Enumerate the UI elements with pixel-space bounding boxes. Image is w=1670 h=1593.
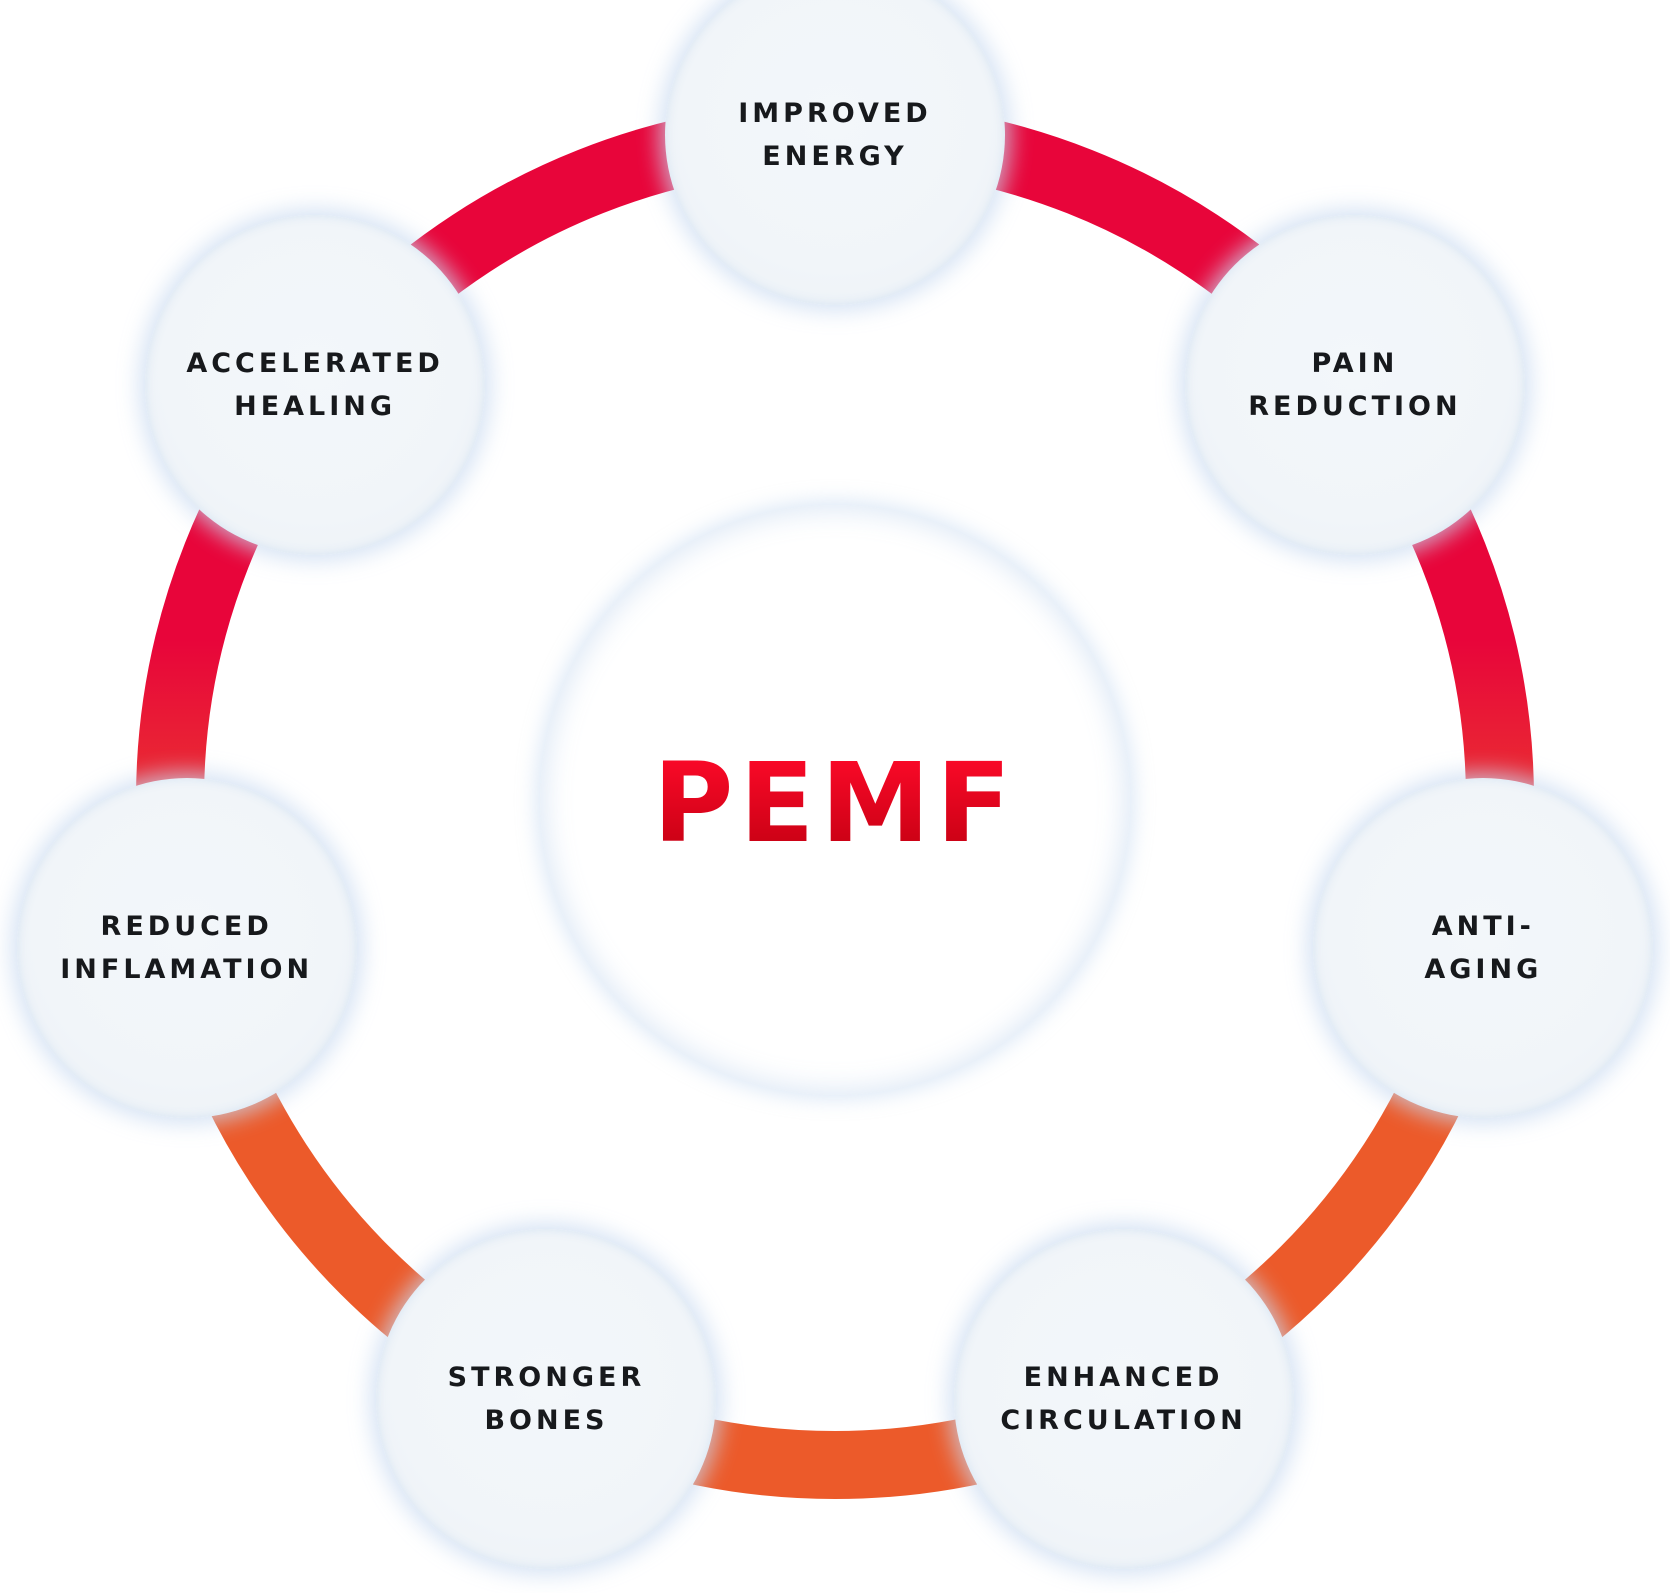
benefit-bubble-anti-aging: ANTI- AGING [1313, 777, 1654, 1118]
benefit-label-line2: INFLAMATION [60, 953, 314, 985]
benefit-label-line2: BONES [484, 1405, 609, 1437]
benefit-label-line2: REDUCTION [1248, 391, 1462, 423]
benefit-label-line1: STRONGER [447, 1362, 646, 1394]
benefit-label-line1: ENHANCED [1023, 1362, 1224, 1394]
benefit-label-line2: ENERGY [762, 141, 908, 172]
benefit-label-line1: PAIN [1311, 348, 1399, 380]
benefit-label-line1: ACCELERATED [186, 348, 444, 380]
benefit-bubble-pain-reduction: PAIN REDUCTION [1184, 215, 1525, 556]
benefit-label-line1: REDUCED [100, 910, 273, 942]
benefit-bubble-stronger-bones: STRONGER BONES [376, 1229, 717, 1570]
benefit-label-line2: HEALING [234, 391, 397, 423]
benefit-bubble-improved-energy: IMPROVED ENERGY [665, 0, 1005, 305]
center-bubble: PEMF [540, 505, 1130, 1095]
benefit-label-line2: AGING [1424, 953, 1543, 985]
benefit-bubble-accelerated-healing: ACCELERATED HEALING [145, 215, 486, 556]
benefit-bubble-reduced-inflamation: REDUCED INFLAMATION [16, 777, 357, 1118]
benefit-bubble-enhanced-circulation: ENHANCED CIRCULATION [953, 1229, 1294, 1570]
center-title: PEMF [652, 739, 1018, 867]
benefit-label-line1: ANTI- [1431, 910, 1535, 942]
benefit-label-line2: CIRCULATION [1000, 1405, 1247, 1437]
benefit-label-line1: IMPROVED [738, 98, 932, 129]
